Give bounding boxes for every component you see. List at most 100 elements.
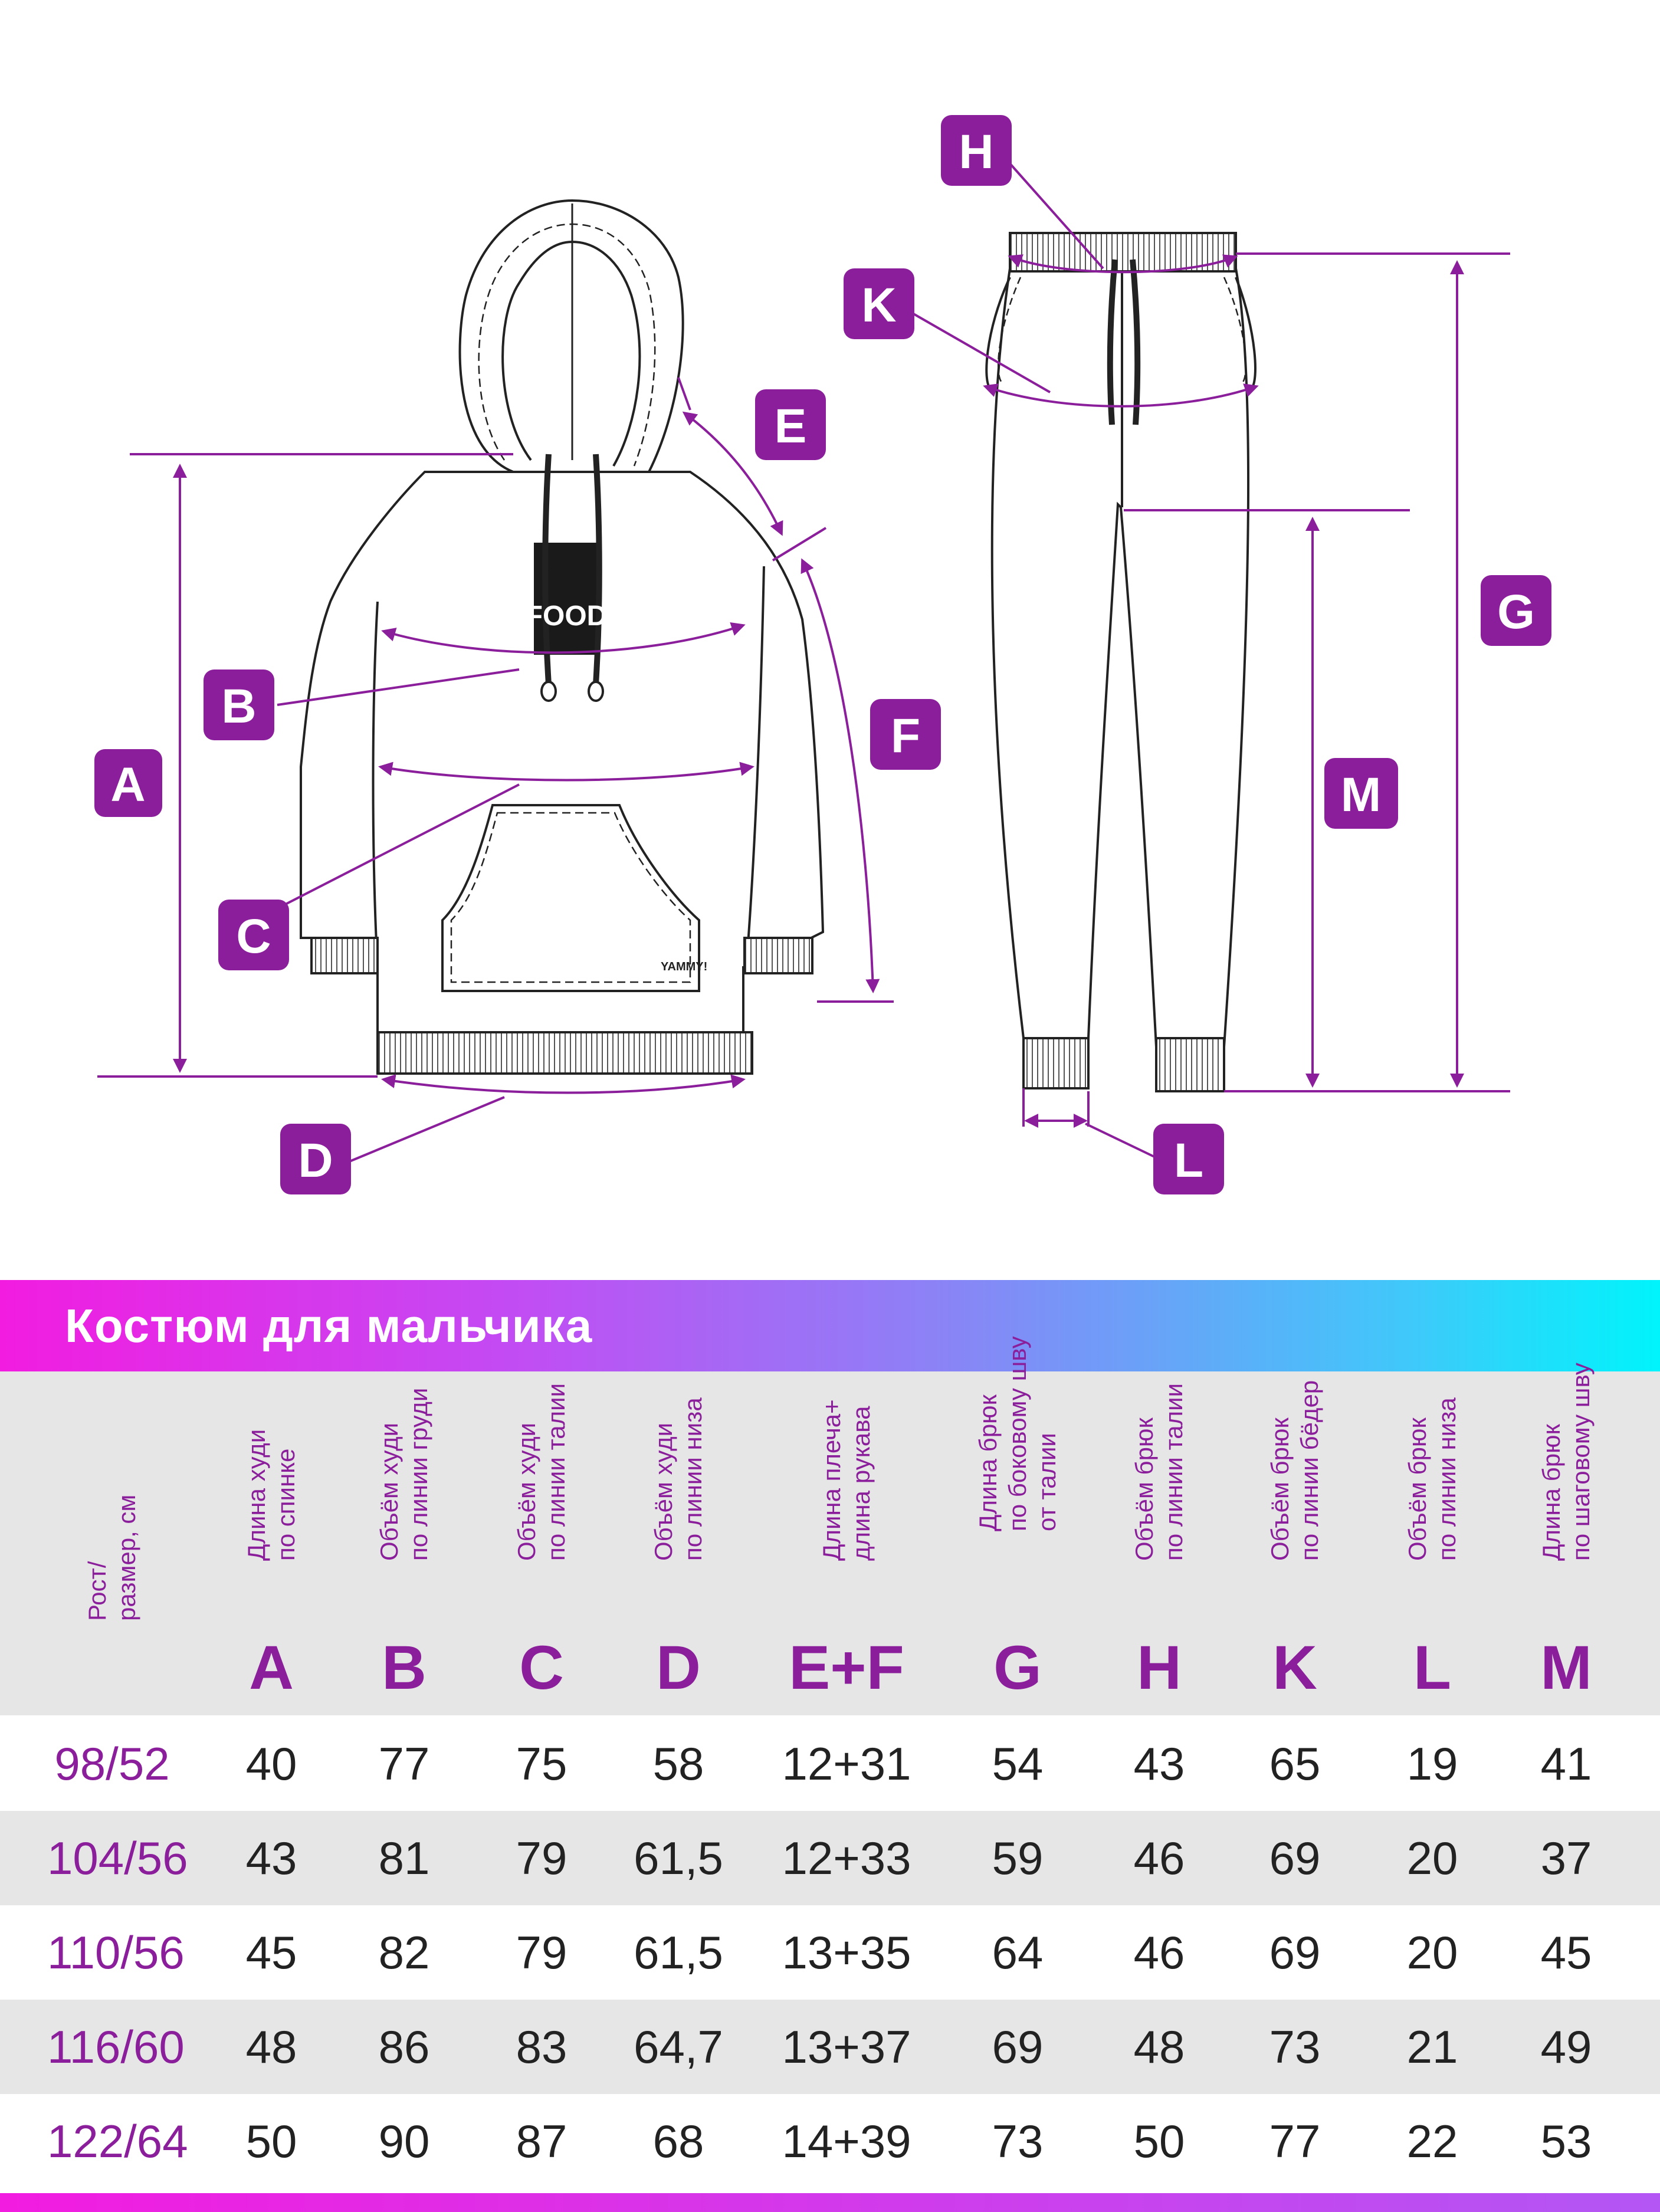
measurement-cell: 20 (1406, 1832, 1458, 1884)
measurement-cell: 37 (1540, 1832, 1592, 1884)
header-label: Длина плеча+длина рукава (818, 1399, 875, 1561)
badge-G: G (1481, 575, 1551, 646)
size-cell: 122/64 (47, 2115, 188, 2167)
hoodie-measurements (97, 377, 894, 1163)
header-col-0: Рост/размер, см (47, 1371, 177, 1715)
table-title-band: Костюм для мальчика (0, 1280, 1660, 1371)
svg-text:H: H (959, 125, 993, 179)
measurement-cell: 41 (1540, 1738, 1592, 1790)
measurement-cell: 69 (1269, 1927, 1321, 1978)
measurement-cell: 45 (245, 1927, 297, 1978)
svg-text:C: C (236, 910, 271, 963)
measurement-cell: 46 (1133, 1927, 1185, 1978)
measurement-cell: 83 (516, 2021, 567, 2073)
badge-C: C (218, 900, 289, 970)
measurement-cell: 90 (378, 2115, 430, 2167)
measurement-cell: 43 (245, 1832, 297, 1884)
measurement-cell: 59 (992, 1832, 1044, 1884)
measurement-cell: 21 (1406, 2021, 1458, 2073)
garment-diagram: FOOD YAMMY! (94, 115, 1551, 1194)
measurement-cell: 69 (1269, 1832, 1321, 1884)
measurement-cell: 13+35 (782, 1927, 911, 1978)
badge-B: B (204, 669, 274, 740)
badge-M: M (1324, 758, 1398, 829)
header-letter: C (519, 1633, 564, 1702)
measurement-cell: 61,5 (634, 1832, 723, 1884)
measurement-cell: 54 (992, 1738, 1044, 1790)
hoodie-drawing (300, 199, 825, 1075)
header-letter: M (1540, 1633, 1592, 1702)
header-letter: B (382, 1633, 427, 1702)
size-cell: 116/60 (47, 2021, 185, 2073)
measurement-cell: 45 (1540, 1927, 1592, 1978)
bottom-gradient-band (0, 2193, 1660, 2212)
header-letter: G (993, 1633, 1042, 1702)
measurement-cell: 82 (378, 1927, 430, 1978)
measurement-cell: 77 (1269, 2115, 1321, 2167)
measurement-cell: 68 (652, 2115, 704, 2167)
svg-text:F: F (891, 709, 920, 763)
badge-D: D (280, 1124, 351, 1194)
measurement-cell: 20 (1406, 1927, 1458, 1978)
table-row: 122/64 50 90 87 68 14+39 73 50 77 22 53 (0, 2094, 1660, 2188)
badge-A: A (94, 749, 162, 817)
measurement-cell: 43 (1133, 1738, 1185, 1790)
svg-text:E: E (775, 399, 807, 453)
measurement-cell: 22 (1406, 2115, 1458, 2167)
badge-L: L (1153, 1124, 1224, 1194)
svg-text:L: L (1174, 1134, 1203, 1187)
measurement-cell: 53 (1540, 2115, 1592, 2167)
measurement-cell: 69 (992, 2021, 1044, 2073)
svg-text:G: G (1497, 585, 1535, 639)
measurement-cell: 73 (992, 2115, 1044, 2167)
size-cell: 98/52 (54, 1738, 170, 1790)
header-letter: H (1137, 1633, 1182, 1702)
svg-text:B: B (221, 680, 256, 733)
measurement-cell: 65 (1269, 1738, 1321, 1790)
measurement-cell: 81 (378, 1832, 430, 1884)
size-cell: 110/56 (47, 1927, 185, 1978)
measurement-cell: 50 (1133, 2115, 1185, 2167)
chest-print-text: FOOD (526, 600, 608, 632)
measurement-cell: 87 (516, 2115, 567, 2167)
measurement-cell: 14+39 (782, 2115, 911, 2167)
svg-text:A: A (110, 758, 145, 812)
table-title: Костюм для мальчика (65, 1299, 593, 1352)
diagram-svg: FOOD YAMMY! (94, 115, 1551, 1194)
header-label: Рост/размер, см (83, 1494, 140, 1621)
measurement-cell: 48 (245, 2021, 297, 2073)
badge-K: K (844, 268, 914, 339)
measurement-cell: 64,7 (634, 2021, 723, 2073)
measurement-cell: 64 (992, 1927, 1044, 1978)
measurement-cell: 58 (652, 1738, 704, 1790)
measurement-cell: 49 (1540, 2021, 1592, 2073)
trousers-measurements (911, 161, 1510, 1160)
svg-text:M: M (1341, 768, 1381, 822)
measurement-cell: 50 (245, 2115, 297, 2167)
svg-text:K: K (861, 278, 896, 332)
header-letter: E+F (789, 1633, 904, 1702)
measurement-cell: 19 (1406, 1738, 1458, 1790)
measurement-cell: 12+33 (782, 1832, 911, 1884)
measurement-cell: 77 (378, 1738, 430, 1790)
size-cell: 104/56 (47, 1832, 188, 1884)
measurement-cell: 46 (1133, 1832, 1185, 1884)
header-letter: L (1413, 1633, 1452, 1702)
